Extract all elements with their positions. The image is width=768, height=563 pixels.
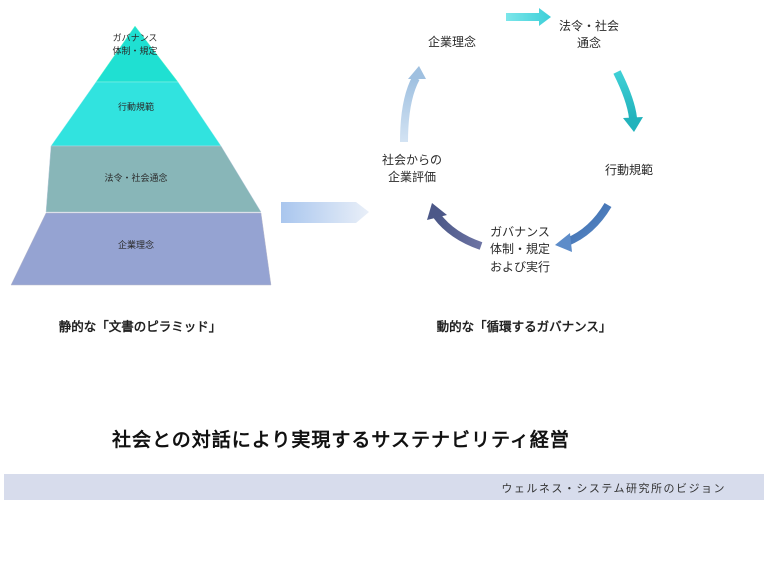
cycle-caption: 動的な「循環するガバナンス」 (436, 319, 612, 334)
footer-band: ウェルネス・システム研究所のビジョン (4, 474, 764, 500)
connector-arrow (281, 202, 369, 223)
cycle-arrow-bottom-left (433, 213, 483, 250)
pyramid-tier-hourei (45, 145, 262, 213)
cycle-node-rinen: 企業理念 (427, 35, 476, 49)
headline: 社会との対話により実現するサステナビリティ経営 (112, 429, 570, 451)
cycle-node-hourei: 法令・社会 通念 (558, 19, 619, 51)
footer-text: ウェルネス・システム研究所のビジョン (501, 482, 726, 495)
cycle-arrow-right (613, 70, 637, 119)
cycle-node-koudou: 行動規範 (604, 163, 653, 177)
cycle-node-hyouka: 社会からの 企業評価 (381, 153, 442, 185)
pyramid-label-rinen: 企業理念 (117, 241, 154, 251)
cycle-arrow-bottom-right (565, 202, 612, 246)
pyramid-tier-rinen (10, 212, 272, 286)
cycle-node-governance: ガバナンス 体制・規定 および実行 (489, 225, 550, 274)
pyramid-caption: 静的な「文書のピラミッド」 (58, 319, 222, 334)
cycle-arrow-left (400, 76, 420, 143)
pyramid-label-koudou: 行動規範 (117, 103, 154, 113)
pyramid-label-hourei: 法令・社会通念 (104, 174, 168, 184)
cycle-arrow-top (506, 8, 551, 26)
cycle-arrow-bottom-right-head (555, 233, 572, 252)
pyramid-label-governance: ガバナンス 体制・規定 (112, 34, 158, 58)
cycle-arrow-bottom-left-head (427, 203, 447, 220)
cycle-arrow-right-head (623, 117, 643, 132)
cycle-arrow-left-head (408, 66, 426, 79)
